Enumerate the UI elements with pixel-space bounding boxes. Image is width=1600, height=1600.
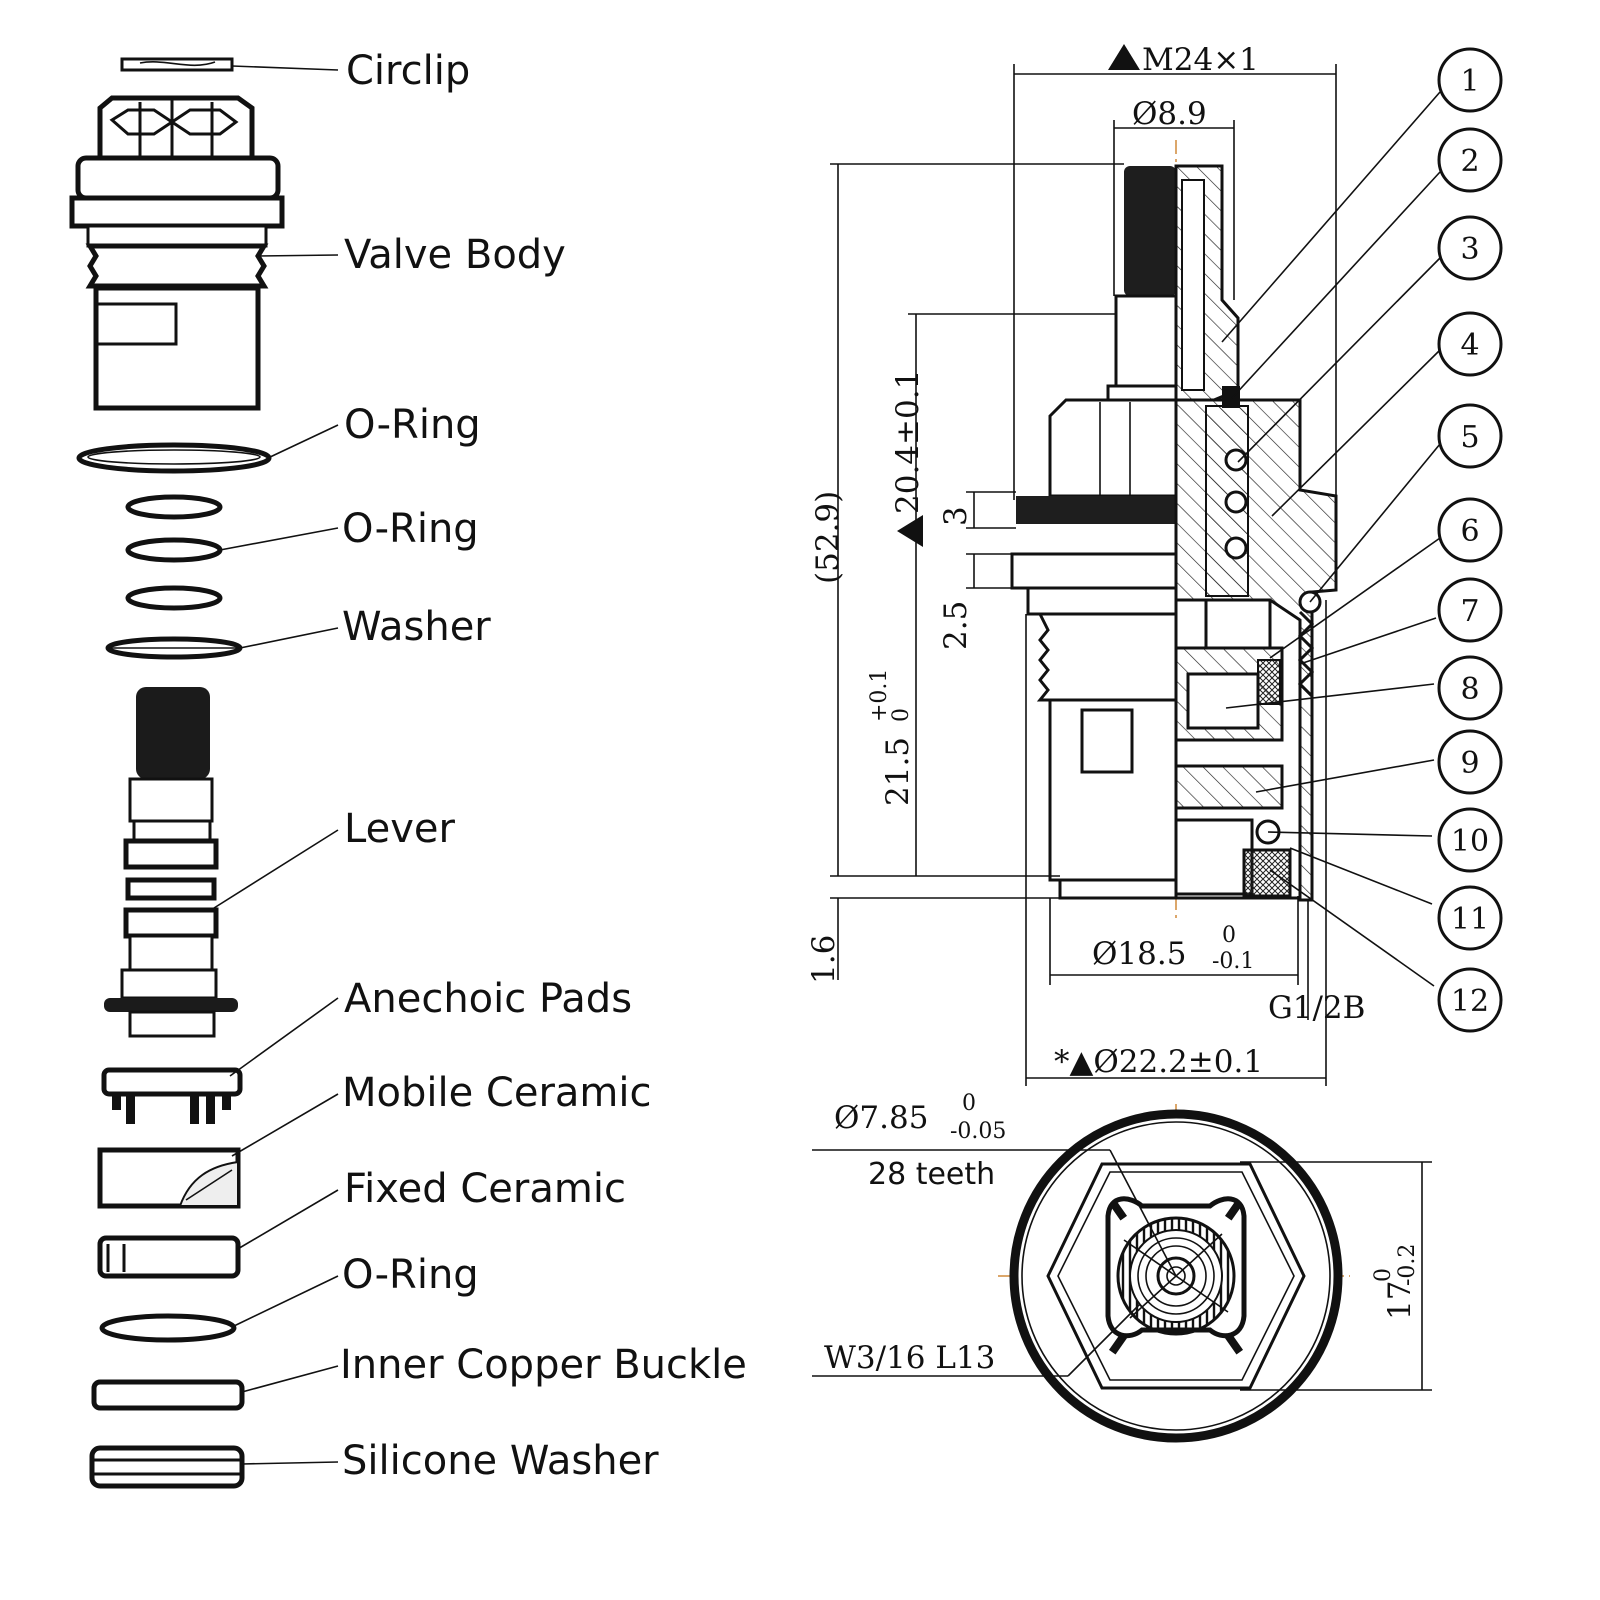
label-anechoic-pads: Anechoic Pads — [344, 976, 632, 1022]
callout-11: 11 — [1437, 885, 1503, 951]
callout-6: 6 — [1437, 497, 1503, 563]
dim-hex-tol-upper: 0 — [1371, 1268, 1396, 1282]
o-ring-bottom-part — [99, 1313, 237, 1343]
dim-base-diameter-tol-lower: -0.1 — [1212, 949, 1254, 974]
callout-9-num: 9 — [1460, 746, 1479, 781]
dim-thread: M24×1 — [1142, 42, 1259, 78]
fixed-ceramic-part — [97, 1235, 241, 1279]
dim-spline-tol-lower: -0.05 — [950, 1119, 1006, 1144]
dim-hex: 17 — [1382, 1281, 1418, 1320]
label-inner-copper-buckle: Inner Copper Buckle — [340, 1342, 747, 1388]
dim-stem-diameter: Ø8.9 — [1132, 96, 1207, 132]
dim-screw: W3/16 L13 — [824, 1340, 995, 1376]
dim-base-diameter-tol-upper: 0 — [1222, 923, 1236, 948]
top-view: Ø7.85 0 -0.05 28 teeth W3/16 L13 17 0 -0… — [812, 1091, 1432, 1443]
washer-part — [105, 636, 243, 660]
triangle-marker-icon — [1108, 44, 1140, 70]
callout-12-num: 12 — [1451, 984, 1489, 1019]
callout-7-num: 7 — [1460, 594, 1479, 629]
callout-4-num: 4 — [1460, 328, 1479, 363]
silicone-washer-part — [89, 1445, 245, 1489]
dim-height-b-tol-lower: 0 — [889, 708, 914, 722]
callout-6-num: 6 — [1460, 514, 1479, 549]
callout-9: 9 — [1437, 729, 1503, 795]
mobile-ceramic-part — [97, 1147, 241, 1209]
anechoic-pads-part — [101, 1067, 243, 1124]
callout-5-num: 5 — [1460, 420, 1479, 455]
valve-body-part — [69, 95, 339, 411]
callout-5: 5 — [1437, 403, 1503, 469]
label-circlip: Circlip — [346, 48, 470, 94]
callout-1-num: 1 — [1460, 64, 1479, 99]
o-ring-small-part — [125, 494, 223, 611]
callout-3: 3 — [1437, 215, 1503, 281]
dim-overall-height: (52.9) — [810, 491, 846, 584]
callout-12: 12 — [1437, 967, 1503, 1033]
exploded-view: Circlip Valve Body O-Ring O-Ring Washer … — [69, 48, 747, 1489]
label-mobile-ceramic: Mobile Ceramic — [342, 1070, 652, 1116]
dim-pipe-thread: G1/2B — [1268, 990, 1365, 1026]
lever-part — [104, 687, 238, 1038]
dim-height-b-tol-upper: +0.1 — [867, 669, 892, 722]
label-o-ring-3: O-Ring — [342, 1252, 479, 1298]
callout-8: 8 — [1437, 655, 1503, 721]
dim-spline-tol-upper: 0 — [962, 1091, 976, 1116]
label-washer: Washer — [342, 604, 491, 650]
callout-4: 4 — [1437, 311, 1503, 377]
callout-3-num: 3 — [1460, 232, 1479, 267]
callout-7: 7 — [1437, 577, 1503, 643]
callout-8-num: 8 — [1460, 672, 1479, 707]
label-valve-body: Valve Body — [344, 232, 566, 278]
label-lever: Lever — [344, 806, 455, 852]
dim-height-b: 21.5 — [880, 737, 916, 806]
section-right-cut — [1174, 164, 1338, 902]
dim-height-1-6: 1.6 — [806, 935, 842, 984]
callout-11-num: 11 — [1451, 902, 1489, 937]
section-left-outline — [1010, 166, 1178, 900]
inner-copper-buckle-part — [91, 1379, 245, 1411]
section-view: 1 2 3 4 5 6 7 8 9 10 11 12 M24×1 Ø8.9 (5… — [806, 42, 1503, 1086]
label-o-ring-2: O-Ring — [342, 506, 479, 552]
callout-1: 1 — [1437, 47, 1503, 113]
part-leader-lines — [213, 65, 339, 1465]
dim-teeth: 28 teeth — [868, 1157, 995, 1192]
label-fixed-ceramic: Fixed Ceramic — [344, 1166, 626, 1212]
dim-spline-diameter: Ø7.85 — [834, 1100, 928, 1136]
o-ring-large-part — [76, 442, 272, 474]
callout-2-num: 2 — [1460, 144, 1479, 179]
label-o-ring-1: O-Ring — [344, 402, 481, 448]
dim-height-a: 20.4±0.1 — [890, 370, 926, 514]
dim-height-3: 3 — [938, 506, 974, 526]
triangle-marker-icon-2 — [897, 515, 923, 547]
callout-leaders — [1221, 91, 1441, 987]
dim-height-2-5: 2.5 — [938, 601, 974, 650]
dim-outer-diameter: *▲Ø22.2±0.1 — [1054, 1044, 1263, 1080]
callout-10-num: 10 — [1451, 824, 1489, 859]
dim-base-diameter: Ø18.5 — [1092, 936, 1186, 972]
circlip-part — [120, 57, 234, 72]
callout-10: 10 — [1437, 807, 1503, 873]
dim-hex-tol-lower: -0.2 — [1395, 1244, 1420, 1286]
callout-2: 2 — [1437, 127, 1503, 193]
dimension-lines — [830, 64, 1337, 1086]
label-silicone-washer: Silicone Washer — [342, 1438, 659, 1484]
